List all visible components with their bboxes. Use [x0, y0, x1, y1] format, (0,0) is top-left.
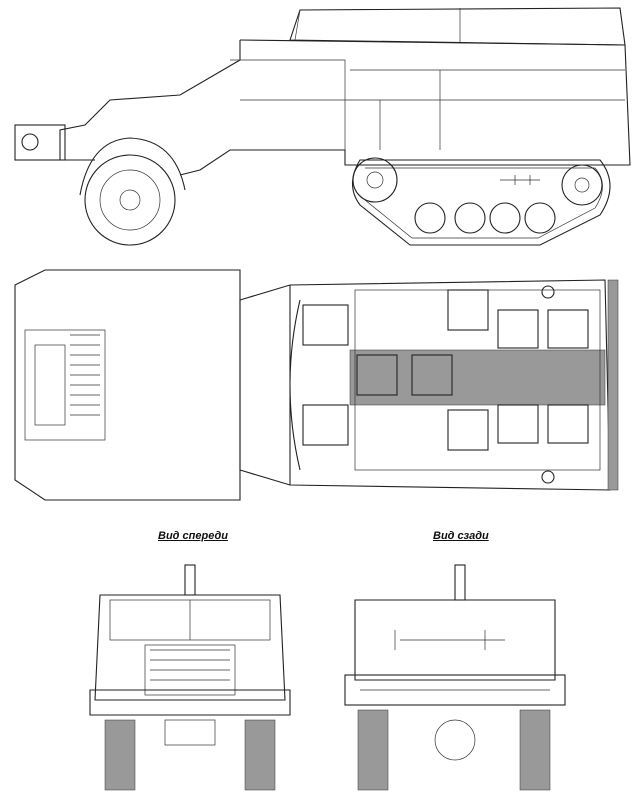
rear-view-label: Вид сзади — [433, 530, 489, 542]
top-view — [14, 269, 619, 501]
side-view — [14, 7, 631, 246]
front-view-label: Вид спереди — [158, 530, 228, 542]
front-view — [89, 564, 291, 791]
rear-view — [344, 564, 566, 791]
